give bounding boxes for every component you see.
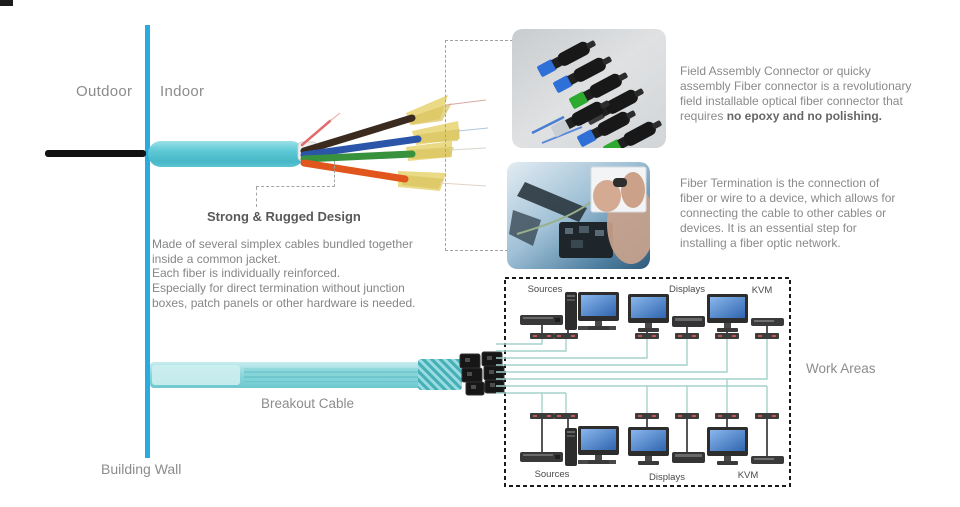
- top-kvm-label: KVM: [752, 285, 773, 296]
- breakout-cable-braided-end: [418, 359, 462, 390]
- fiber-fanout: [297, 95, 489, 191]
- outdoor-label: Outdoor: [76, 83, 133, 100]
- breakout-cable-pull-sleeve: [152, 365, 240, 385]
- bare-fibers: [439, 99, 489, 187]
- bottom-sources-label: Sources: [535, 469, 570, 480]
- bracket-dash-vertical: [445, 40, 446, 251]
- ripcord: [300, 119, 332, 147]
- corner-mark: [0, 0, 13, 6]
- bottom-displays-label: Displays: [649, 472, 685, 483]
- callout-dash-2: [256, 186, 335, 187]
- building-wall-line: [145, 25, 150, 458]
- fiber-blue: [300, 135, 422, 159]
- fiber-bus-lines: [496, 339, 768, 413]
- bracket-dash-top: [445, 40, 513, 41]
- fiber-green: [300, 150, 416, 163]
- top-row-devices: [520, 292, 784, 332]
- work-areas-dashed-border: [504, 277, 791, 487]
- building-wall-label: Building Wall: [101, 461, 182, 477]
- design-callout-text: Made of several simplex cables bundled t…: [152, 237, 416, 310]
- breakout-cable-strands: [244, 368, 420, 382]
- top-sources-label: Sources: [528, 284, 563, 295]
- fiber-termination-text: Fiber Termination is the connection of f…: [680, 176, 896, 250]
- field-assembly-text: Field Assembly Connector or quicky assem…: [680, 64, 912, 123]
- bottom-kvm-label: KVM: [738, 470, 759, 481]
- fiber-brown: [300, 114, 416, 155]
- design-callout-heading: Strong & Rugged Design: [207, 209, 361, 224]
- callout-dash-3: [256, 187, 257, 207]
- indoor-label: Indoor: [160, 83, 205, 100]
- aramid-tufts: [398, 95, 460, 191]
- device-poles: [541, 325, 768, 457]
- indoor-cable-jacket: [148, 141, 304, 167]
- outdoor-cable: [45, 150, 146, 157]
- bottom-row-devices: [520, 426, 784, 466]
- work-areas-diagram: Sources Displays KVM Sources Displays KV…: [496, 277, 791, 487]
- fiber-orange: [300, 159, 409, 183]
- connector-icons: [531, 36, 665, 148]
- breakout-cable-label: Breakout Cable: [261, 396, 355, 411]
- callout-dash-1: [334, 161, 335, 187]
- wall-plates: [530, 333, 779, 419]
- fiber-termination-photo: [507, 162, 650, 269]
- work-areas-label: Work Areas: [806, 361, 876, 376]
- field-assembly-connectors-photo: [512, 29, 666, 148]
- bracket-dash-bottom: [445, 250, 508, 251]
- termination-scene: [509, 166, 650, 264]
- top-displays-label: Displays: [669, 284, 705, 295]
- breakout-connector-cluster: [459, 351, 505, 396]
